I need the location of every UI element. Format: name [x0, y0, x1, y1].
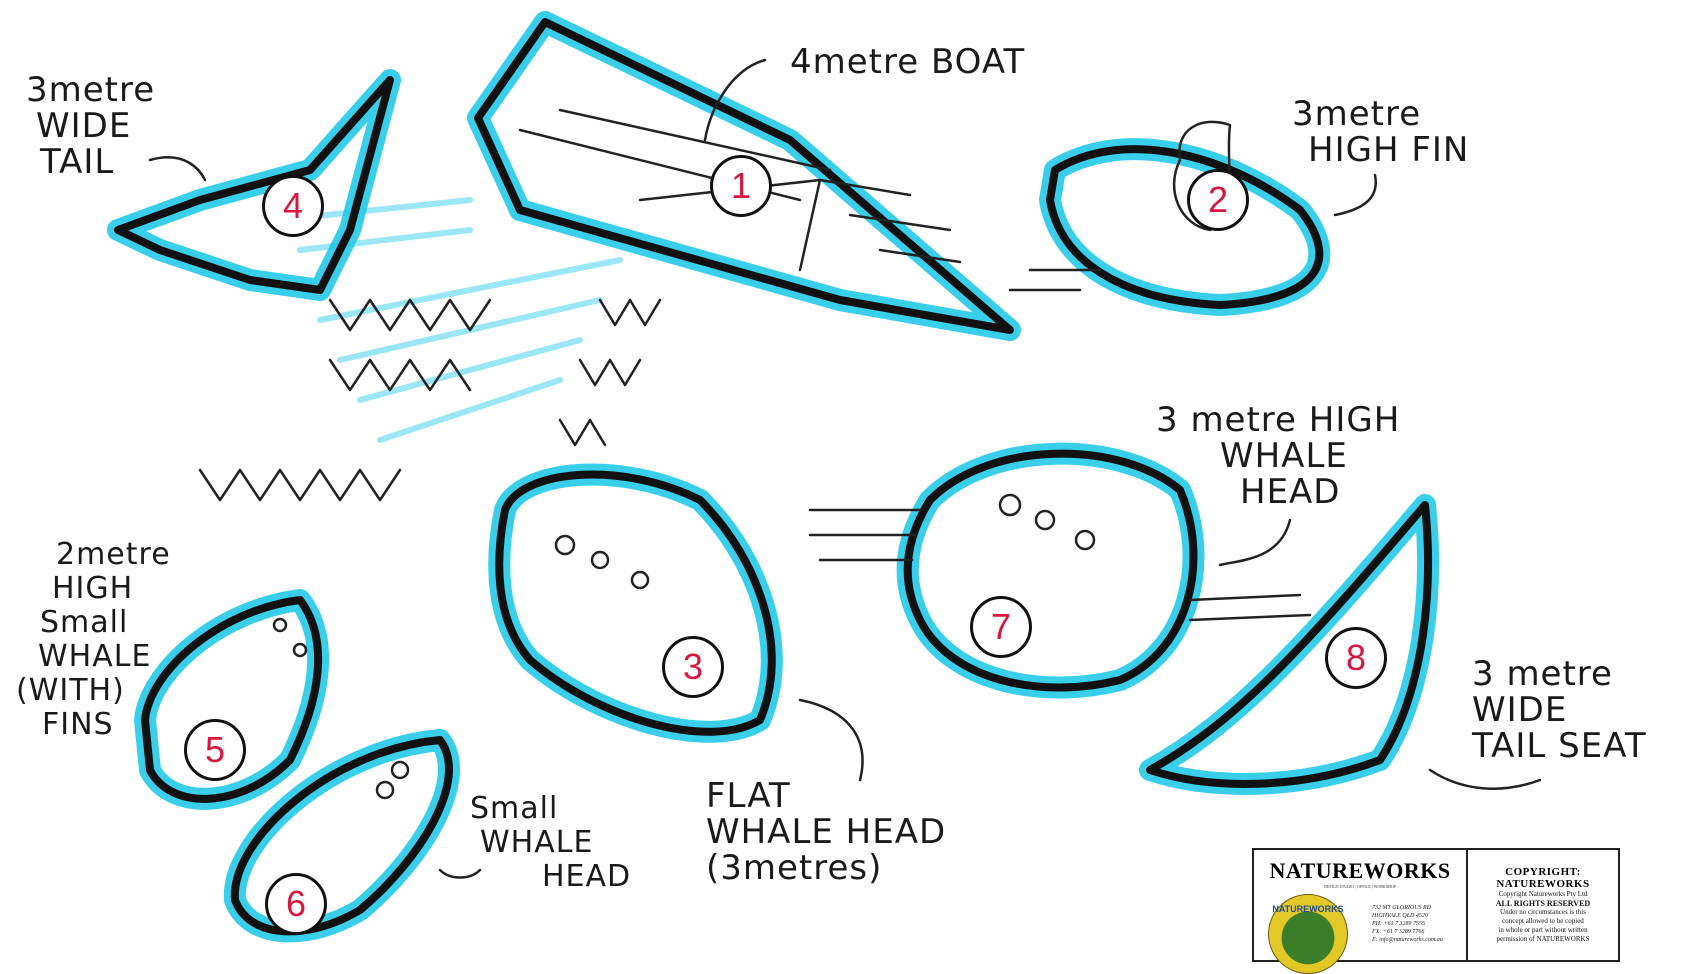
marker-2: 2 [1187, 169, 1249, 231]
label-line: 3metre [1292, 96, 1469, 132]
copyright-line: Under no circumstances is this [1468, 908, 1618, 917]
label-line: (3metres) [706, 850, 946, 886]
company-address: 732 MT GLORIOUS RD HIGHVALE QLD 4520 PH:… [1372, 904, 1462, 944]
copyright-line: in whole or part without written [1468, 926, 1618, 935]
address-line: FX: +61 7 3289 7766 [1372, 928, 1462, 936]
brand-tagline: DESIGN STUDIO | OFFICE | WORKSHOP [1254, 884, 1466, 889]
copyright-brand: NATUREWORKS [1468, 878, 1618, 890]
label-high-whale-head: 3 metre HIGH WHALE HEAD [1156, 402, 1400, 510]
logo-text: NATUREWORKS [1269, 904, 1347, 914]
address-line: 732 MT GLORIOUS RD [1372, 904, 1462, 912]
label-line: 3metre [26, 72, 155, 108]
address-line: HIGHVALE QLD 4520 [1372, 912, 1462, 920]
label-line: HIGH FIN [1292, 132, 1469, 168]
head-3-outline [499, 475, 772, 732]
label-line: 3 metre HIGH [1156, 402, 1400, 438]
head-3-highlight [499, 475, 772, 732]
copyright-title: COPYRIGHT: [1468, 866, 1618, 878]
label-line: Small [470, 792, 631, 826]
label-line: FLAT [706, 778, 946, 814]
label-boat-line: 4metre BOAT [790, 44, 1025, 80]
natureworks-logo: NATUREWORKS [1268, 894, 1348, 974]
label-line: 2metre [16, 538, 171, 572]
label-line: HIGH [16, 572, 171, 606]
label-high-fin: 3metre HIGH FIN [1292, 96, 1469, 168]
label-boat: 4metre BOAT [790, 44, 1025, 80]
marker-4: 4 [262, 175, 324, 237]
title-block: NATUREWORKS DESIGN STUDIO | OFFICE | WOR… [1252, 848, 1620, 962]
copyright-line: Copyright Natureworks Pty Ltd [1468, 890, 1618, 899]
label-line: WIDE [26, 108, 155, 144]
copyright-line: concept allowed to be copied [1468, 917, 1618, 926]
label-line: (WITH) [16, 674, 171, 708]
wake-zigzag-2 [560, 300, 660, 445]
label-line: TAIL [26, 144, 155, 180]
label-line: HEAD [1156, 474, 1400, 510]
label-line: Small [16, 606, 171, 640]
copyright-line: permission of NATUREWORKS [1468, 935, 1618, 944]
label-line: WHALE [470, 826, 631, 860]
wake-zigzag-1 [200, 300, 490, 500]
address-line: PH: +61 7 3289 7555 [1372, 920, 1462, 928]
label-line: 3 metre [1472, 656, 1647, 692]
marker-7: 7 [970, 596, 1032, 658]
copyright-notice: COPYRIGHT: NATUREWORKS Copyright Naturew… [1468, 850, 1618, 960]
fin-2-highlight [1050, 149, 1319, 305]
label-small-whale-head: Small WHALE HEAD [470, 792, 631, 894]
label-line: FINS [16, 708, 171, 742]
label-line: HEAD [470, 860, 631, 894]
label-wide-tail: 3metre WIDE TAIL [26, 72, 155, 180]
marker-5: 5 [184, 719, 246, 781]
label-flat-whale-head: FLAT WHALE HEAD (3metres) [706, 778, 946, 886]
marker-6: 6 [265, 873, 327, 935]
address-line: E: info@natureworks.com.au [1372, 936, 1462, 944]
copyright-line: ALL RIGHTS RESERVED [1468, 899, 1618, 908]
label-line: WIDE [1472, 692, 1647, 728]
marker-1: 1 [710, 155, 772, 217]
fin-2-outline [1050, 149, 1319, 305]
label-small-whale: 2metre HIGH Small WHALE (WITH) FINS [16, 538, 171, 742]
label-line: WHALE [1156, 438, 1400, 474]
label-line: TAIL SEAT [1472, 728, 1647, 764]
label-line: WHALE HEAD [706, 814, 946, 850]
marker-3: 3 [662, 636, 724, 698]
brand-name: NATUREWORKS [1254, 858, 1466, 884]
label-tail-seat: 3 metre WIDE TAIL SEAT [1472, 656, 1647, 764]
title-block-brand: NATUREWORKS DESIGN STUDIO | OFFICE | WOR… [1254, 850, 1468, 960]
label-line: WHALE [16, 640, 171, 674]
marker-8: 8 [1325, 627, 1387, 689]
